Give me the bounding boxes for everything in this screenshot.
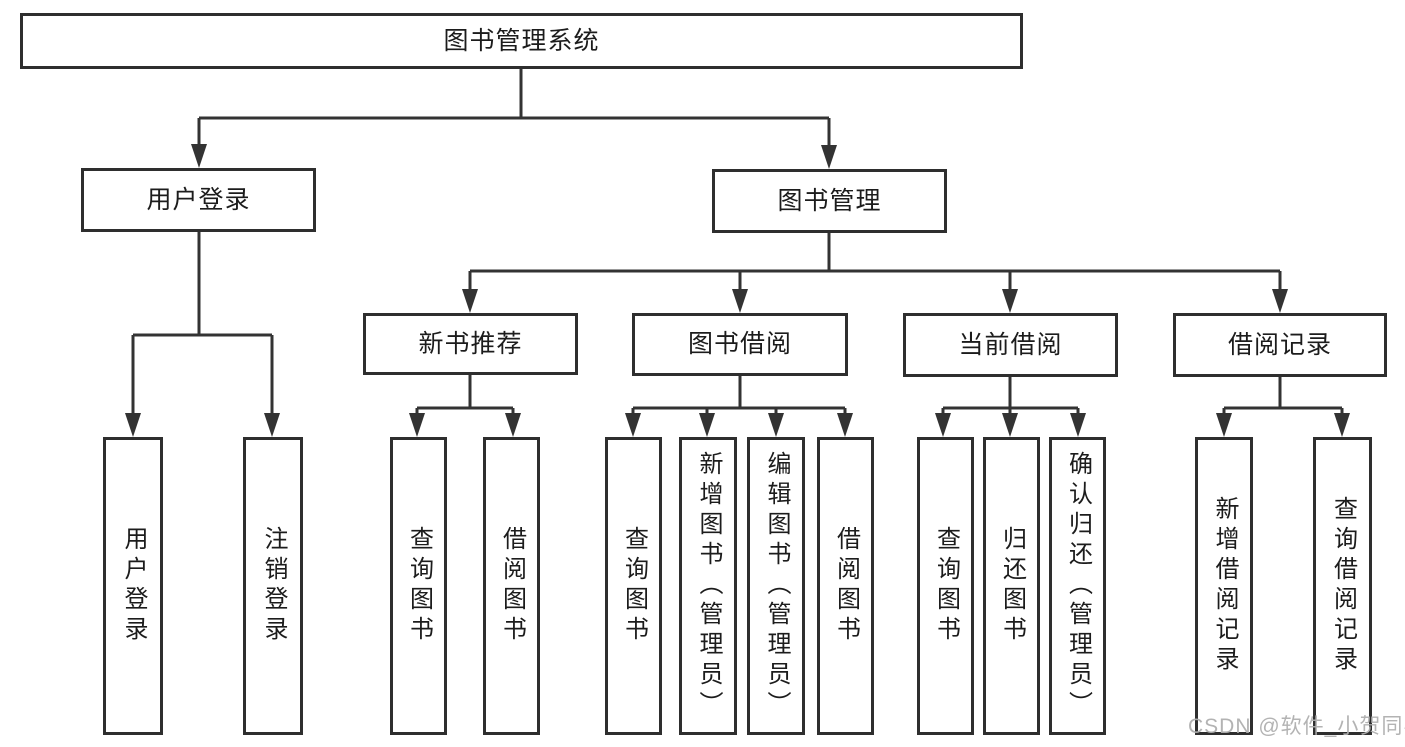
connector-root-to-level2 — [197, 69, 831, 156]
leaf-bb-edit-book-admin: 编辑图书（管理员） — [747, 437, 805, 735]
arrowheads-book-borrow-leaves — [625, 413, 853, 437]
node-user-login: 用户登录 — [81, 168, 316, 232]
connector-user-login-branch — [131, 232, 274, 425]
leaf-rec-query-book: 查询图书 — [390, 437, 447, 735]
node-new-book-recommend: 新书推荐 — [363, 313, 578, 375]
node-borrow-record: 借阅记录 — [1173, 313, 1387, 377]
connector-borrow-record-branch — [1222, 377, 1344, 425]
arrowheads-new-rec-leaves — [409, 413, 521, 437]
connector-book-borrow-branch — [631, 376, 847, 425]
leaf-bb-query-book: 查询图书 — [605, 437, 662, 735]
leaf-rec-borrow-book: 借阅图书 — [483, 437, 540, 735]
leaf-br-add-record: 新增借阅记录 — [1195, 437, 1253, 735]
node-book-management: 图书管理 — [712, 169, 947, 233]
leaf-cb-confirm-return-admin: 确认归还（管理员） — [1049, 437, 1106, 735]
leaf-bb-borrow-book: 借阅图书 — [817, 437, 874, 735]
node-library-management-system: 图书管理系统 — [20, 13, 1023, 69]
leaf-logout: 注销登录 — [243, 437, 303, 735]
arrowheads-level3 — [462, 289, 1288, 313]
leaf-cb-return-book: 归还图书 — [983, 437, 1040, 735]
connector-book-mgmt-branch — [468, 233, 1282, 301]
arrowheads-user-login-leaves — [125, 413, 280, 437]
connector-new-rec-branch — [415, 375, 515, 425]
node-book-borrow: 图书借阅 — [632, 313, 848, 376]
arrowheads-current-borrow-leaves — [935, 413, 1086, 437]
leaf-user-login: 用户登录 — [103, 437, 163, 735]
csdn-watermark: CSDN @软件_小贺同学 — [1188, 715, 1405, 738]
leaf-bb-add-book-admin: 新增图书（管理员） — [679, 437, 737, 735]
leaf-cb-query-book: 查询图书 — [917, 437, 974, 735]
arrowheads-borrow-record-leaves — [1216, 413, 1350, 437]
leaf-br-query-record: 查询借阅记录 — [1313, 437, 1372, 735]
node-current-borrow: 当前借阅 — [903, 313, 1118, 377]
arrowheads-level2 — [191, 144, 837, 169]
